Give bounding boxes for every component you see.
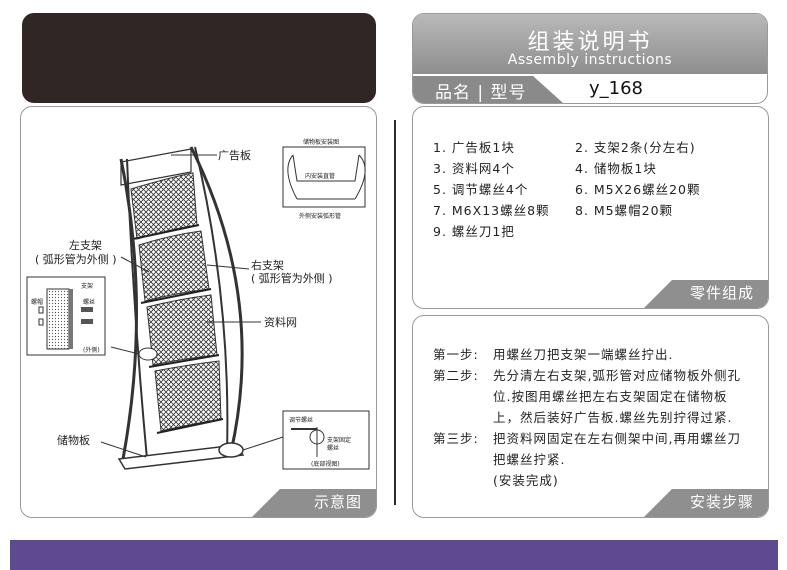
step-body: (安装完成) — [493, 473, 559, 488]
inset-left-screw: 螺丝 — [83, 299, 96, 306]
inset-left-bracket: 支架 — [81, 283, 94, 290]
part-item: 7. M6X13螺丝8颗 — [433, 203, 550, 218]
step-body: 先分清左右支架,弧形管对应储物板外侧孔位.按图用螺丝把左右支架固定在储物板上，然… — [493, 368, 741, 425]
step-body: 把资料网固定在左右侧架中间,再用螺丝刀把螺丝拧紧. — [493, 431, 741, 467]
part-item: 5. 调节螺丝4个 — [433, 182, 529, 197]
step-row: (安装完成) — [433, 470, 753, 491]
part-item: 4. 储物板1块 — [575, 161, 657, 176]
label-storage-board: 储物板 — [57, 434, 90, 447]
step-head — [433, 470, 493, 491]
diagram-panel: 广告板 左支架 ( 弧形管为外侧 ) 右支架 ( 弧形管为外侧 ) 资料网 储物… — [20, 106, 377, 518]
ad-board-shape — [120, 148, 192, 186]
inset-bottom-item1: 调节螺丝 — [289, 417, 314, 424]
steps-section-label: 安装步骤 — [689, 493, 754, 511]
label-right-bracket-note: ( 弧形管为外侧 ) — [251, 272, 333, 285]
step-head: 第二步: — [433, 368, 479, 383]
part-item: 3. 资料网4个 — [433, 161, 515, 176]
label-right-bracket: 右支架 — [251, 259, 284, 272]
part-item: 1. 广告板1块 — [433, 140, 515, 155]
part-item: 2. 支架2条(分左右) — [575, 140, 696, 155]
label-left-bracket: 左支架 — [69, 239, 102, 252]
label-left-bracket-note: ( 弧形管为外侧 ) — [35, 253, 117, 266]
part-item: 9. 螺丝刀1把 — [433, 224, 515, 239]
title-panel: 组装说明书 Assembly instructions 品名 | 型号 y_16… — [412, 13, 768, 104]
vertical-divider — [394, 120, 396, 505]
steps-panel: 第一步: 用螺丝刀把支架一端螺丝拧出. 第二步: 先分清左右支架,弧形管对应储物… — [412, 315, 769, 518]
model-label: 品名 | 型号 — [435, 83, 527, 103]
parts-panel: 1. 广告板1块 2. 支架2条(分左右) 3. 资料网4个 4. 储物板1块 … — [412, 106, 769, 309]
part-item: 6. M5X26螺丝20颗 — [575, 182, 701, 197]
base-inset — [282, 410, 370, 470]
inset-bottom-note: (底部视图) — [311, 461, 340, 468]
step-row: 第三步: 把资料网固定在左右侧架中间,再用螺丝刀把螺丝拧紧. — [433, 428, 753, 470]
step-row: 第一步: 用螺丝刀把支架一端螺丝拧出. — [433, 344, 753, 365]
step-row: 第二步: 先分清左右支架,弧形管对应储物板外侧孔位.按图用螺丝把左右支架固定在储… — [433, 365, 753, 428]
inset-bottom-item2: 支架固定 — [327, 437, 352, 444]
inset-top-inner: 内安装直管 — [305, 173, 336, 180]
step-head: 第三步: — [433, 431, 479, 446]
model-tab — [413, 76, 563, 103]
part-item: 8. M5螺帽20颗 — [575, 203, 674, 218]
label-info-net: 资料网 — [264, 316, 297, 329]
mesh-panel-3 — [146, 294, 218, 366]
parts-section-label: 零件组成 — [689, 284, 754, 302]
inset-left-outer: (外侧) — [83, 347, 100, 354]
right-bracket — [189, 146, 244, 453]
step-body: 用螺丝刀把支架一端螺丝拧出. — [493, 347, 674, 362]
label-ad-board: 广告板 — [218, 149, 251, 162]
step-head: 第一步: — [433, 347, 479, 362]
footer-bar — [10, 540, 778, 570]
title-chinese: 组装说明书 — [527, 30, 653, 55]
inset-left-nut: 螺帽 — [31, 299, 44, 306]
storage-board-shape — [117, 444, 245, 470]
inset-top-outer: 外侧安装弧形管 — [299, 213, 342, 220]
inset-bottom-item3: 螺丝 — [327, 445, 340, 452]
title-english: Assembly instructions — [507, 52, 673, 68]
model-value: y_168 — [589, 78, 644, 99]
mesh-panel-1 — [130, 172, 198, 240]
mesh-panel-4 — [154, 360, 222, 432]
title-background — [413, 14, 767, 74]
stand-diagram — [26, 146, 370, 470]
dark-header-panel — [22, 13, 376, 103]
inset-top-title: 储物板安装图 — [303, 139, 340, 146]
diagram-section-label: 示意图 — [313, 493, 362, 511]
steps-list: 第一步: 用螺丝刀把支架一端螺丝拧出. 第二步: 先分清左右支架,弧形管对应储物… — [433, 344, 753, 491]
